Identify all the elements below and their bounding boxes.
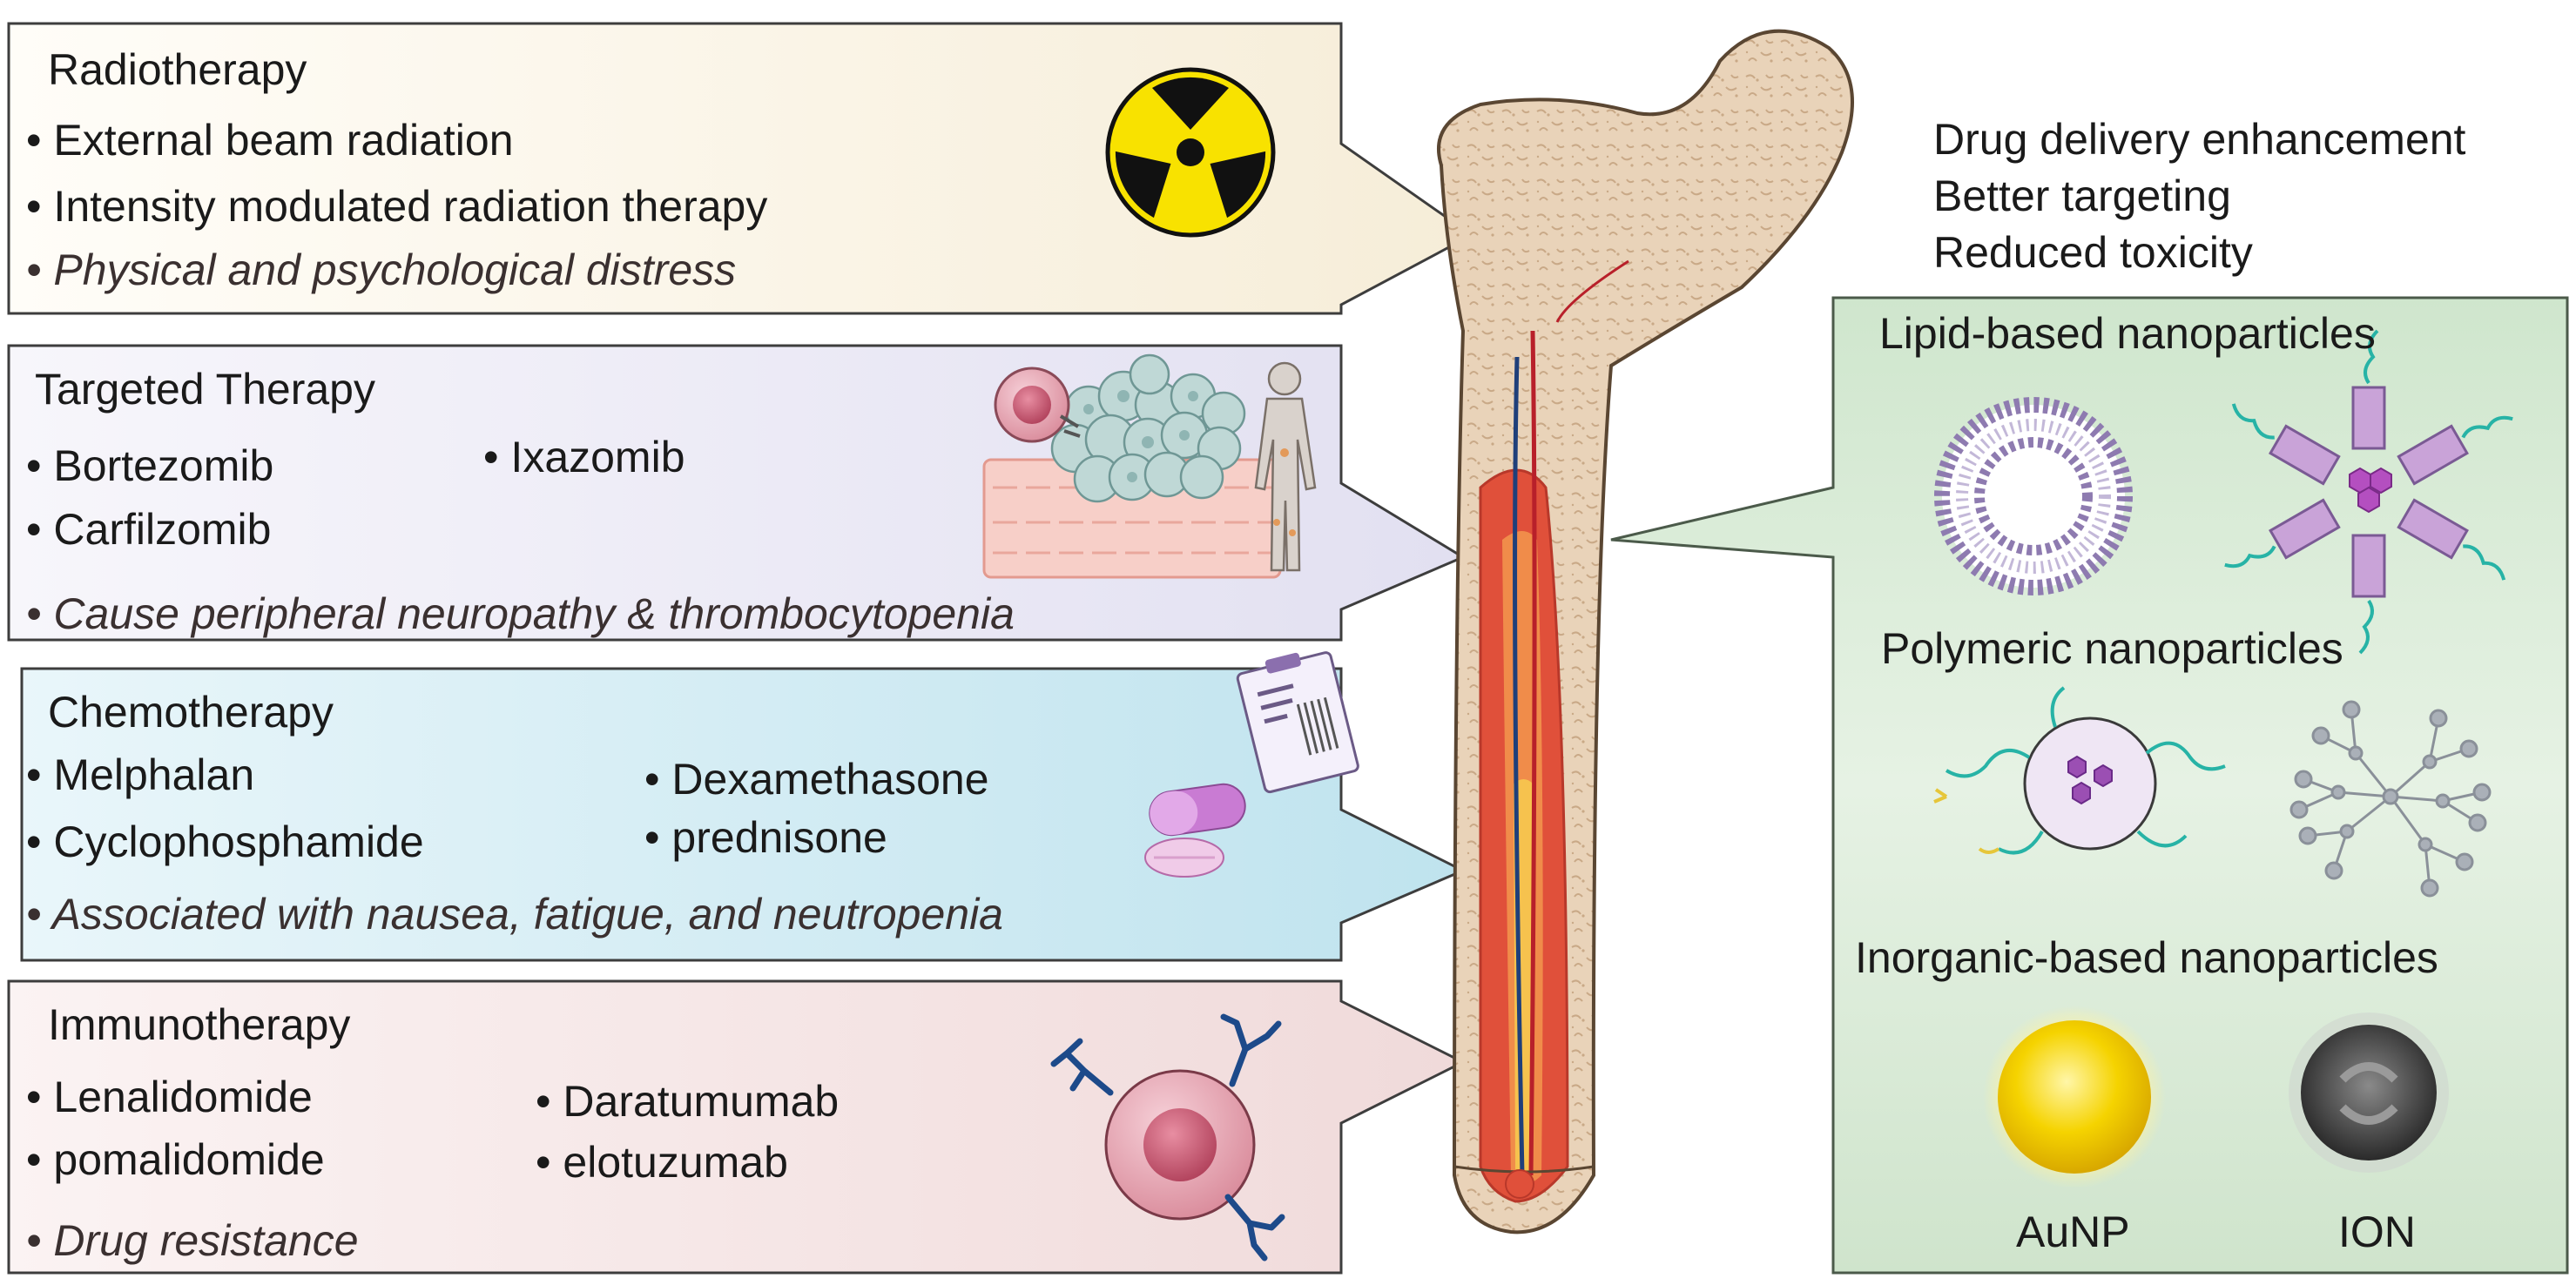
bullet: • — [644, 755, 660, 804]
bullet: • — [26, 182, 42, 231]
immuno-item-3: Daratumumab — [563, 1077, 840, 1126]
bullet: • — [26, 890, 42, 939]
immune-cell-antibody-icon — [1050, 1013, 1285, 1261]
tumor-vessel-illustration — [982, 353, 1282, 579]
radiotherapy-note: Physical and psychological distress — [53, 246, 737, 294]
radiotherapy-note-row: • Physical and psychological distress — [26, 248, 736, 292]
immuno-bullet-2: • pomalidomide — [26, 1138, 325, 1181]
targeted-item-2: Carfilzomib — [53, 505, 272, 554]
targeted-note: Cause peripheral neuropathy & thrombocyt… — [53, 589, 1015, 638]
bullet: • — [483, 433, 499, 481]
chemo-bullet-3: • Dexamethasone — [644, 757, 989, 801]
bullet: • — [26, 1135, 42, 1184]
polymeric-label: Polymeric nanoparticles — [1881, 624, 2343, 673]
bullet: • — [26, 246, 42, 294]
targeted-bullet-3: • Ixazomib — [483, 435, 685, 479]
aunp-label: AuNP — [2016, 1208, 2130, 1256]
bullet: • — [26, 1073, 42, 1121]
radiation-icon — [1105, 67, 1276, 238]
radiotherapy-title: Radiotherapy — [48, 45, 307, 94]
targeted-therapy-title: Targeted Therapy — [35, 365, 375, 414]
immuno-item-2: pomalidomide — [53, 1135, 325, 1184]
benefit-3: Reduced toxicity — [1933, 228, 2253, 277]
immuno-item-1: Lenalidomide — [53, 1073, 313, 1121]
bullet: • — [536, 1077, 551, 1126]
dendrimer-icon — [2289, 700, 2492, 898]
targeted-note-row: • Cause peripheral neuropathy & thromboc… — [26, 592, 1015, 636]
immunotherapy-title: Immunotherapy — [48, 1000, 351, 1049]
bullet: • — [26, 750, 42, 799]
targeted-bullet-1: • Bortezomib — [26, 444, 273, 488]
immuno-note-row: • Drug resistance — [26, 1219, 359, 1262]
radiotherapy-bullet-2: • Intensity modulated radiation therapy — [26, 185, 767, 228]
chemo-bullet-2: • Cyclophosphamide — [26, 820, 424, 864]
radiotherapy-item-1: External beam radiation — [53, 116, 514, 165]
chemo-bullet-4: • prednisone — [644, 816, 887, 859]
bullet: • — [26, 505, 42, 554]
bullet: • — [536, 1138, 551, 1187]
bullet: • — [26, 817, 42, 866]
iron-oxide-nanoparticle-icon — [2289, 1013, 2449, 1173]
chemo-note-row: • Associated with nausea, fatigue, and n… — [26, 892, 1003, 936]
immuno-note: Drug resistance — [53, 1216, 359, 1265]
pills-icon — [1144, 783, 1246, 878]
polymeric-nanoparticle-icon — [1933, 686, 2226, 855]
bullet: • — [26, 116, 42, 165]
immuno-bullet-1: • Lenalidomide — [26, 1075, 313, 1119]
benefit-1: Drug delivery enhancement — [1933, 115, 2466, 164]
chemo-item-2: Cyclophosphamide — [53, 817, 424, 866]
liposome-icon — [1934, 397, 2133, 595]
chemo-bullet-1: • Melphalan — [26, 753, 254, 797]
bullet: • — [26, 441, 42, 490]
immuno-bullet-3: • Daratumumab — [536, 1080, 839, 1123]
chemo-item-3: Dexamethasone — [671, 755, 989, 804]
chemotherapy-panel — [20, 667, 1467, 962]
immuno-bullet-4: • elotuzumab — [536, 1140, 788, 1184]
radiotherapy-bullet-1: • External beam radiation — [26, 118, 514, 162]
inorganic-label: Inorganic-based nanoparticles — [1855, 933, 2438, 982]
immunotherapy-panel — [7, 979, 1467, 1275]
radiotherapy-panel — [7, 22, 1474, 315]
chemotherapy-title: Chemotherapy — [48, 688, 334, 737]
chemo-item-1: Melphalan — [53, 750, 255, 799]
prescription-clipboard-icon — [1236, 651, 1359, 794]
targeted-item-3: Ixazomib — [510, 433, 685, 481]
targeted-item-1: Bortezomib — [53, 441, 274, 490]
chemo-note: Associated with nausea, fatigue, and neu… — [51, 890, 1003, 939]
bullet: • — [26, 589, 42, 638]
gold-nanoparticle-icon — [1983, 1006, 2166, 1188]
benefit-2: Better targeting — [1933, 172, 2231, 220]
bullet: • — [644, 813, 660, 862]
bullet: • — [26, 1216, 42, 1265]
immuno-item-4: elotuzumab — [563, 1138, 788, 1187]
human-body-icon — [1254, 361, 1317, 572]
targeted-bullet-2: • Carfilzomib — [26, 508, 271, 551]
micelle-icon — [2224, 329, 2513, 655]
bone-femur-illustration — [1437, 29, 1854, 1235]
ion-label: ION — [2338, 1208, 2416, 1256]
lipid-label: Lipid-based nanoparticles — [1879, 309, 2376, 358]
radiotherapy-item-2: Intensity modulated radiation therapy — [53, 182, 768, 231]
chemo-item-4: prednisone — [671, 813, 887, 862]
